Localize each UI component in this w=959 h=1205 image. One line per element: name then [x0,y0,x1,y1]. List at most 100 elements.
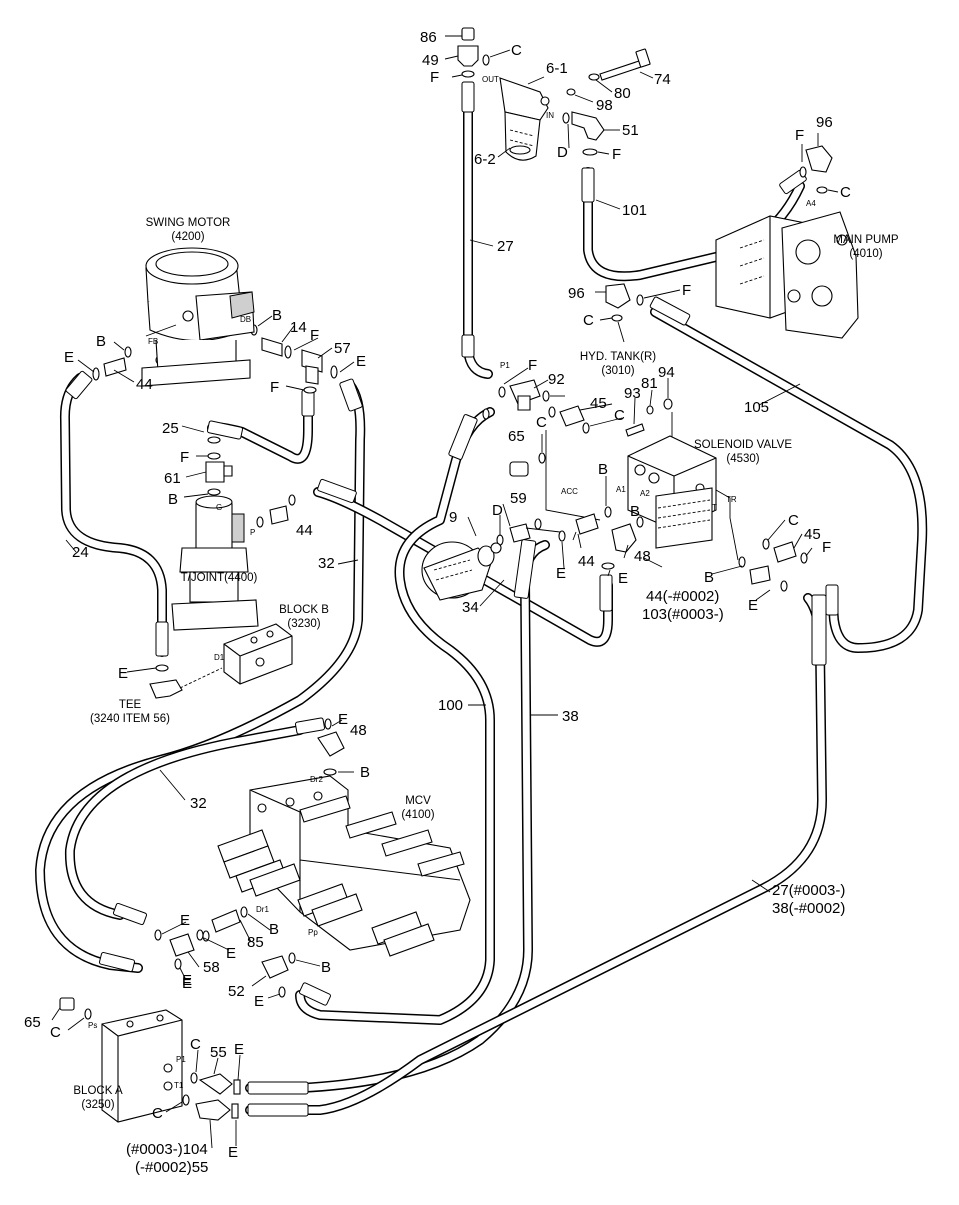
port-a4: A4 [806,199,816,208]
callout-e-52: E [254,993,264,1010]
hose-27 [463,85,493,379]
callout-65-block: 65 [24,1014,41,1031]
callout-c-filter-out: C [511,42,522,59]
callout-6-1: 6-1 [546,60,568,77]
callout-65-sol: 65 [508,428,525,445]
callout-44-sol: 44 [578,553,595,570]
port-t: T [712,503,717,512]
label-main-pump: MAIN PUMP [833,234,899,246]
callout-b-dr1: B [269,921,279,938]
callout-55: 55 [210,1044,227,1061]
label-mcv-code: (4100) [401,809,434,821]
callout-100: 100 [438,697,463,714]
callout-38: 38 [562,708,579,725]
callout-b-a1: B [598,461,608,478]
port-p1-tank: P1 [500,361,510,370]
label-solenoid-valve-code: (4530) [726,453,759,465]
callout-e-58-top: E [182,975,192,992]
port-d1: D1 [214,653,225,662]
callout-48-sol: 48 [634,548,651,565]
label-swing-motor: SWING MOTOR [146,217,231,229]
callout-b-dr2: B [360,764,370,781]
callout-51: 51 [622,122,639,139]
callout-9: 9 [449,509,457,526]
callout-25: 25 [162,420,179,437]
callout-e-58: E [182,972,192,989]
mcv [217,775,471,957]
callout-e-swing-right: E [356,353,366,370]
callout-b-swing-left: B [96,333,106,350]
hose-105 [650,307,928,653]
port-tr: TR [726,495,737,504]
component-labels: SWING MOTOR (4200) MAIN PUMP (4010) HYD.… [73,217,899,1111]
hose-fittings [65,81,839,1117]
port-out: OUT [482,75,499,84]
label-solenoid-valve: SOLENOID VALVE [694,439,792,451]
callout-e-55: E [234,1041,244,1058]
callout-48-mcv: 48 [350,722,367,739]
callout-27: 27 [497,238,514,255]
swing-motor [141,247,255,387]
callout-b-pp: B [321,959,331,976]
port-in: IN [546,111,554,120]
callout-24: 24 [72,544,89,561]
callouts: 86 49 C F 6-1 74 80 98 51 D F 6-2 101 27… [24,29,851,1176]
callout-86: 86 [420,29,437,46]
callout-92: 92 [548,371,565,388]
hoses [35,85,928,1115]
callout-103-note: 103(#0003-) [642,606,724,623]
callout-f-pump: F [795,127,804,144]
callout-c-acc: C [536,414,547,431]
callout-93: 93 [624,385,641,402]
callout-74: 74 [654,71,671,88]
callout-c-ps: C [50,1024,61,1041]
label-mcv: MCV [405,795,431,807]
hose-32-lower [64,725,305,920]
callout-d-acc: D [492,502,503,519]
callout-80: 80 [614,85,631,102]
callout-c-pump: C [840,184,851,201]
solenoid-valve [627,435,739,561]
port-a1: A1 [616,485,626,494]
port-a2: A2 [640,489,650,498]
callout-c-t1: C [152,1105,163,1122]
callout-98: 98 [596,97,613,114]
callout-101: 101 [622,202,647,219]
callout-d-filter-in: D [557,144,568,161]
port-g: G [216,503,222,512]
callout-e-34: E [618,570,628,587]
callout-96-tank: 96 [568,285,585,302]
label-tee-code: (3240 ITEM 56) [90,713,170,725]
port-p: P [250,528,255,537]
port-dr2: Dr2 [310,775,323,784]
block-b [223,623,293,685]
port-t1: T1 [174,1081,184,1090]
callout-57: 57 [334,340,351,357]
callout-34: 34 [462,599,479,616]
callout-14: 14 [290,319,307,336]
callout-c-45: C [614,407,625,424]
callout-b-61: B [168,491,178,508]
callout-b-swing-right: B [272,307,282,324]
small-parts [59,27,833,1121]
callout-b-a2: B [630,503,640,520]
label-block-b-code: (3230) [287,618,320,630]
callout-e-38: E [556,565,566,582]
callout-52: 52 [228,983,245,1000]
callout-59: 59 [510,490,527,507]
callout-44-tjoint: 44 [296,522,313,539]
port-pp: Pp [308,928,318,937]
callout-94: 94 [658,364,675,381]
label-block-a-code: (3250) [81,1099,114,1111]
t-joint [171,495,259,631]
callout-c-p1: C [190,1036,201,1053]
callout-58: 58 [203,959,220,976]
callout-85: 85 [247,934,264,951]
callout-38-note: 38(-#0002) [772,900,845,917]
callout-61: 61 [164,470,181,487]
callout-6-2: 6-2 [474,151,496,168]
label-tee: TEE [119,699,142,711]
callout-44-swing: 44 [136,376,153,393]
